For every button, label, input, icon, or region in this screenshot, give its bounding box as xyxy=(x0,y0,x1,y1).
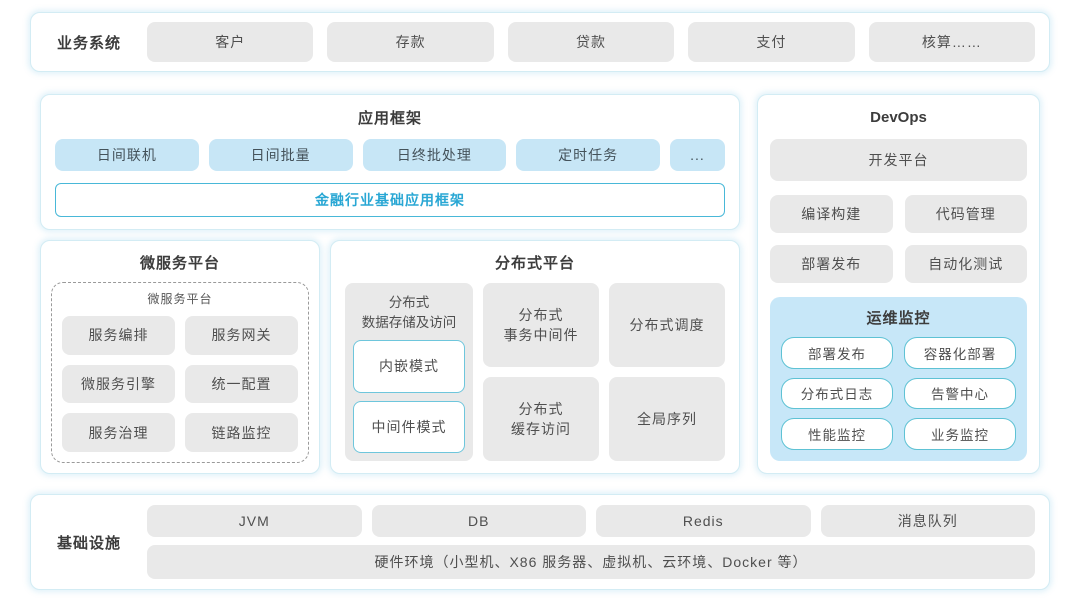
distributed-cache-access-block: 分布式 缓存访问 xyxy=(483,377,599,461)
accounting-block: 核算…… xyxy=(868,22,1036,62)
deploy-release-block: 部署发布 xyxy=(770,245,893,283)
infrastructure-panel: 基础设施 JVM DB Redis 消息队列 硬件环境（小型机、X86 服务器、… xyxy=(30,494,1050,590)
distributed-platform-title: 分布式平台 xyxy=(494,255,575,272)
business-systems-label: 业务系统 xyxy=(56,34,121,52)
containerized-deployment-block: 容器化部署 xyxy=(904,337,1016,369)
infrastructure-blocks: JVM DB Redis 消息队列 硬件环境（小型机、X86 服务器、虚拟机、云… xyxy=(147,505,1035,579)
infrastructure-top-row: JVM DB Redis 消息队列 xyxy=(147,505,1035,537)
middle-zone: 应用框架 日间联机 日间批量 日终批处理 定时任务 ... 金融行业基础应用框架… xyxy=(40,94,1040,474)
more-block: ... xyxy=(670,139,725,171)
distributed-scheduling-block: 分布式调度 xyxy=(609,283,725,367)
app-framework-title: 应用框架 xyxy=(357,110,422,127)
scheduled-task-block: 定时任务 xyxy=(516,139,660,171)
ops-deploy-release-block: 部署发布 xyxy=(781,337,893,369)
ops-monitoring-blocks: 部署发布 容器化部署 分布式日志 告警中心 性能监控 业务监控 xyxy=(781,337,1016,450)
trace-monitoring-block: 链路监控 xyxy=(185,413,298,452)
distributed-middle-column: 分布式 事务中间件 分布式 缓存访问 xyxy=(483,283,599,461)
dev-platform-block: 开发平台 xyxy=(770,139,1027,181)
payment-block: 支付 xyxy=(688,22,855,62)
microservice-inner-title: 微服务平台 xyxy=(147,292,213,306)
redis-block: Redis xyxy=(596,505,811,537)
daytime-batch-block: 日间批量 xyxy=(208,139,353,171)
microservice-engine-block: 微服务引擎 xyxy=(62,364,175,404)
infrastructure-label: 基础设施 xyxy=(56,534,121,552)
distributed-data-storage-block: 分布式 数据存储及访问 内嵌模式 中间件模式 xyxy=(345,283,473,461)
app-framework-panel: 应用框架 日间联机 日间批量 日终批处理 定时任务 ... 金融行业基础应用框架 xyxy=(40,94,740,230)
code-management-block: 代码管理 xyxy=(904,195,1027,233)
embedded-mode-box: 内嵌模式 xyxy=(353,340,465,393)
automated-testing-block: 自动化测试 xyxy=(904,245,1027,283)
eod-batch-block: 日终批处理 xyxy=(362,139,507,171)
microservice-platform-title: 微服务平台 xyxy=(139,255,220,272)
middle-left-bottom-row: 微服务平台 微服务平台 服务编排 服务网关 微服务引擎 统一配置 服务治理 链路… xyxy=(40,240,740,474)
distributed-platform-panel: 分布式平台 分布式 数据存储及访问 内嵌模式 中间件模式 分布式 事务中间件 分… xyxy=(330,240,740,474)
service-governance-block: 服务治理 xyxy=(62,413,175,452)
compile-build-block: 编译构建 xyxy=(770,195,893,233)
db-block: DB xyxy=(371,505,586,537)
global-sequence-block: 全局序列 xyxy=(609,377,725,461)
message-queue-block: 消息队列 xyxy=(820,505,1035,537)
daytime-online-block: 日间联机 xyxy=(55,139,199,171)
middle-left-column: 应用框架 日间联机 日间批量 日终批处理 定时任务 ... 金融行业基础应用框架… xyxy=(40,94,740,474)
service-gateway-block: 服务网关 xyxy=(185,316,298,355)
distributed-blocks: 分布式 数据存储及访问 内嵌模式 中间件模式 分布式 事务中间件 分布式 缓存访… xyxy=(345,283,725,461)
middleware-mode-box: 中间件模式 xyxy=(353,400,465,453)
devops-title: DevOps xyxy=(870,109,927,126)
app-framework-blocks: 日间联机 日间批量 日终批处理 定时任务 ... xyxy=(55,139,725,171)
microservice-platform-panel: 微服务平台 微服务平台 服务编排 服务网关 微服务引擎 统一配置 服务治理 链路… xyxy=(40,240,320,474)
ops-monitoring-panel: 运维监控 部署发布 容器化部署 分布式日志 告警中心 性能监控 业务监控 xyxy=(770,297,1027,461)
microservice-inner-box: 微服务平台 服务编排 服务网关 微服务引擎 统一配置 服务治理 链路监控 xyxy=(51,282,309,463)
hardware-environment-block: 硬件环境（小型机、X86 服务器、虚拟机、云环境、Docker 等） xyxy=(147,545,1035,579)
distributed-logging-block: 分布式日志 xyxy=(781,377,893,410)
service-orchestration-block: 服务编排 xyxy=(62,316,175,355)
devops-panel: DevOps 开发平台 编译构建 代码管理 部署发布 自动化测试 运维监控 部署… xyxy=(757,94,1040,474)
microservice-blocks: 服务编排 服务网关 微服务引擎 统一配置 服务治理 链路监控 xyxy=(62,316,298,452)
distributed-transaction-middleware-block: 分布式 事务中间件 xyxy=(483,283,599,367)
loan-block: 贷款 xyxy=(507,22,675,62)
business-systems-panel: 业务系统 客户 存款 贷款 支付 核算…… xyxy=(30,12,1050,72)
alert-center-block: 告警中心 xyxy=(904,377,1016,410)
jvm-block: JVM xyxy=(147,505,362,537)
deposit-block: 存款 xyxy=(327,22,494,62)
unified-config-block: 统一配置 xyxy=(185,364,298,404)
customer-block: 客户 xyxy=(147,22,314,62)
performance-monitoring-block: 性能监控 xyxy=(781,418,893,450)
distributed-right-column: 分布式调度 全局序列 xyxy=(609,283,725,461)
business-monitoring-block: 业务监控 xyxy=(904,418,1016,450)
devops-blocks: 编译构建 代码管理 部署发布 自动化测试 xyxy=(770,195,1027,283)
financial-base-framework-box: 金融行业基础应用框架 xyxy=(55,183,725,217)
ops-monitoring-title: 运维监控 xyxy=(866,310,931,327)
distributed-data-storage-label: 分布式 数据存储及访问 xyxy=(361,295,457,330)
